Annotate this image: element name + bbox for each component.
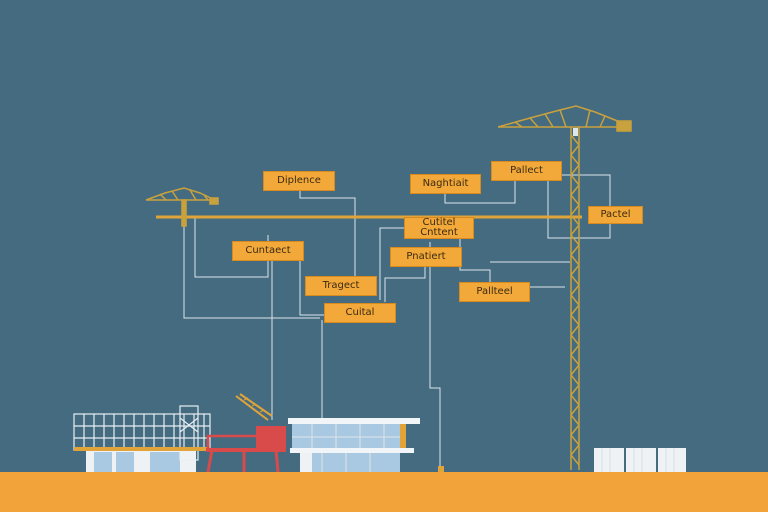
small-crane-truss (145, 187, 216, 201)
white-blocks (594, 448, 686, 472)
tower-crane-brace (585, 109, 591, 128)
glass-building-mullions (292, 424, 406, 450)
label-diplence: Diplence (263, 171, 335, 191)
connector-line (194, 218, 269, 278)
label-pallteel: Pallteel (459, 282, 530, 302)
building-window (116, 452, 134, 472)
small-crane-brace (171, 190, 179, 201)
connector-line (384, 267, 426, 302)
tower-crane-brace (529, 117, 539, 128)
red-structure-beam (206, 448, 286, 452)
ground-post (438, 466, 444, 472)
connector-line (379, 227, 405, 300)
tower-crane-counterweight (616, 120, 632, 132)
red-structure-leg (274, 449, 280, 473)
small-crane-counterweight (209, 197, 219, 205)
tower-crane-brace (599, 115, 606, 128)
tower-crane-cab (573, 128, 578, 136)
label-tragect: Tragect (305, 276, 377, 296)
small-crane-brace (159, 193, 167, 201)
mini-crane-arm (239, 393, 273, 417)
label-pactel: Pactel (588, 206, 643, 224)
small-crane-brace (189, 189, 197, 201)
glass-building (288, 418, 420, 472)
glass-building-lower-white (300, 453, 312, 472)
glass-building-lower (300, 453, 400, 472)
connector-line (299, 190, 356, 282)
glass-building-roof (288, 418, 420, 424)
building-window (94, 452, 112, 472)
label-naghtiait: Naghtiait (410, 174, 481, 194)
tower-crane-brace (514, 121, 523, 128)
tower-crane (497, 105, 632, 470)
label-cuntaect: Cuntaect (232, 241, 304, 261)
connector-line (562, 174, 611, 206)
red-structure-block (256, 426, 286, 450)
label-cuital: Cuital (324, 303, 396, 323)
red-structure (206, 393, 286, 473)
tower-crane-brace (559, 109, 567, 128)
label-pnatiert: Pnatiert (390, 247, 462, 267)
label-cutitel-cnttent: Cutitel Cnttent (404, 217, 474, 239)
connector-line (183, 205, 320, 319)
scaffold-tower (179, 405, 199, 461)
connector-line (429, 242, 441, 468)
connector-line (444, 180, 516, 204)
mini-crane (235, 393, 273, 421)
glass-building-accent (400, 424, 406, 450)
ground (0, 472, 768, 512)
connector-line (459, 238, 491, 282)
white-block (626, 448, 656, 472)
white-block (658, 448, 686, 472)
tower-crane-brace (544, 113, 554, 128)
mini-crane-arm (235, 395, 269, 421)
mini-crane-lattice (243, 397, 265, 413)
connector-lines (183, 174, 611, 468)
white-block (594, 448, 624, 472)
small-crane-brace (203, 194, 209, 201)
scaffold-posts (83, 414, 205, 450)
glass-building-lower-mullions (321, 453, 371, 472)
label-pallect: Pallect (491, 161, 562, 181)
tower-crane-lattice (570, 134, 580, 466)
small-crane (145, 187, 219, 227)
tower-crane-truss (497, 105, 621, 128)
glass-building-ledge (290, 448, 414, 453)
white-block-lines (601, 448, 675, 472)
red-structure-leg (206, 449, 214, 473)
scaffold-tower-brace (179, 417, 199, 433)
scaffold-walkway (74, 447, 210, 451)
left-building (73, 405, 211, 472)
small-crane-mast (181, 199, 187, 227)
building-window (150, 452, 180, 472)
